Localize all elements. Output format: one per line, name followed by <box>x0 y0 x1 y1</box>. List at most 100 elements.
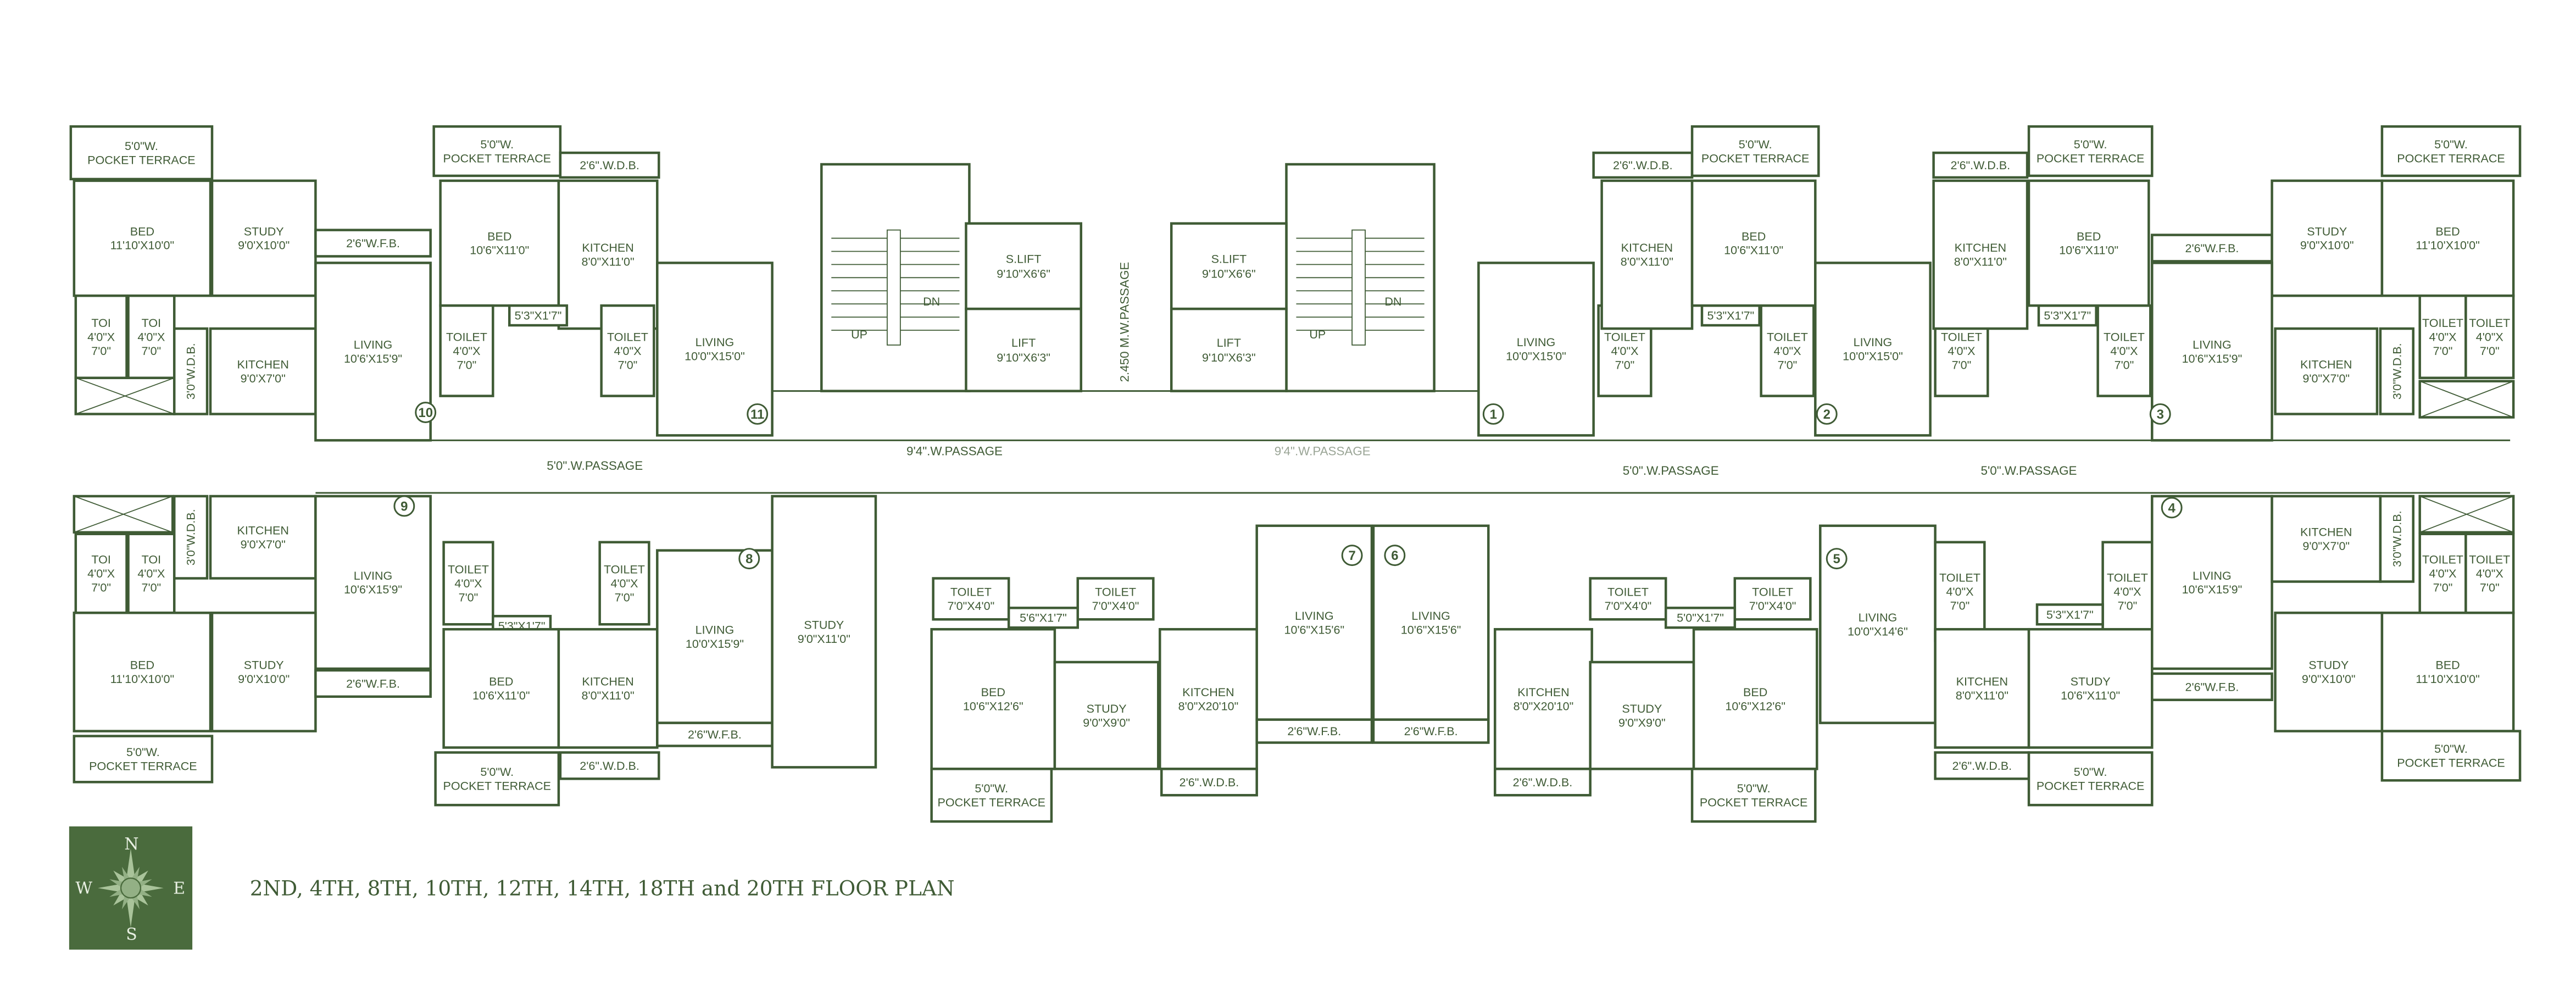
room-kitchen <box>209 495 317 580</box>
room-label: 4'0"X <box>454 577 482 590</box>
unit-number: 5 <box>1833 552 1840 567</box>
room-label: 4'0"X <box>2476 567 2503 580</box>
room-label: 7'0" <box>615 591 635 604</box>
room-label: 8'0"X11'0" <box>1954 256 2007 269</box>
room-label: BED <box>2435 225 2460 238</box>
room-label: 7'0" <box>142 345 162 358</box>
room-w <box>1690 125 1820 177</box>
unit-number: 6 <box>1391 548 1398 563</box>
room-label: 2'6".W.D.B. <box>580 159 639 172</box>
room-label: 7'0" <box>2433 581 2453 594</box>
unit-number: 2 <box>1823 407 1831 422</box>
room-label: LIVING <box>1295 609 1334 623</box>
room-kitchen <box>2274 327 2379 415</box>
room-label: 11'10'X10'0" <box>2416 673 2479 686</box>
room-w <box>2380 125 2522 177</box>
room-label: 4'0"X <box>87 567 115 580</box>
room-label: 2'6".W.D.B. <box>1513 776 1573 789</box>
room-label: 5'0"W. <box>2434 742 2468 756</box>
room-toi <box>74 532 128 614</box>
unit-number: 4 <box>2168 501 2176 515</box>
room-label: 7'0"X4'0" <box>1092 599 1139 613</box>
room-label: LIVING <box>1517 336 1556 349</box>
apartment-unit-10 <box>69 125 432 442</box>
compass-rose-icon <box>98 848 164 928</box>
room-bed <box>439 179 560 307</box>
room-x <box>2037 304 2097 327</box>
room-label: LIVING <box>354 569 393 582</box>
mw-passage-label: 2.450 M.W.PASSAGE <box>1117 262 1131 382</box>
room-label: 10'0"X15'0" <box>1506 350 1566 363</box>
room-w <box>2027 751 2154 807</box>
room-label: BED <box>1743 686 1767 699</box>
room-label: 3'0"W.D.B. <box>185 509 198 565</box>
room-label: 7'0" <box>2480 345 2500 358</box>
room-label: 7'0" <box>1950 599 1970 612</box>
room-label: 9'0"X11'0" <box>798 632 850 646</box>
room-toilet <box>2418 294 2467 379</box>
compass-north: N <box>124 835 138 854</box>
lift-label: 9'10"X6'6" <box>997 267 1050 280</box>
room-label: 9'0'X7'0" <box>241 538 286 551</box>
apartment-unit-6 <box>1372 524 1818 823</box>
stair-down-label: DN <box>1384 295 1401 308</box>
room-bed <box>2027 179 2150 307</box>
room-label: LIVING <box>696 336 735 349</box>
room-label: 5'0"W. <box>2074 138 2107 151</box>
room-toilet <box>2418 532 2467 614</box>
room-toilet <box>1733 577 1812 621</box>
room-label: KITCHEN <box>582 675 633 688</box>
room-w-d-b <box>2379 495 2414 583</box>
room-study <box>1053 660 1160 770</box>
room-label: TOI <box>91 316 110 330</box>
room-label: TOI <box>142 316 161 330</box>
room-label: 3'0"W.D.B. <box>185 343 198 399</box>
unit-number: 11 <box>750 407 764 422</box>
room-w-f-b <box>2151 234 2273 263</box>
room-label: 7'0"X4'0" <box>948 599 995 613</box>
room-label: POCKET TERRACE <box>1701 152 1809 165</box>
room-label: KITCHEN <box>1955 241 2006 254</box>
room-label: 5'3"X1'7" <box>498 620 546 633</box>
room-label: 2'6".W.D.B. <box>1952 759 2012 773</box>
room-label: KITCHEN <box>1517 686 1569 699</box>
room-study <box>1589 660 1695 770</box>
room-label: TOILET <box>2469 553 2510 567</box>
room-label: STUDY <box>2071 675 2111 688</box>
room-label: POCKET TERRACE <box>443 152 551 165</box>
room-label: 10'6"X11'0" <box>2061 689 2120 702</box>
unit-number: 10 <box>418 406 433 420</box>
room-toilet <box>439 304 494 397</box>
room-label: POCKET TERRACE <box>443 779 551 792</box>
room-bed <box>73 179 212 297</box>
room-toilet <box>2096 304 2152 397</box>
room-label: 3'0"W.D.B. <box>2390 510 2403 567</box>
apartment-unit-3 <box>2151 125 2522 442</box>
room-w-d-b <box>559 751 660 780</box>
room-label: 10'6'X15'9" <box>344 352 402 365</box>
room-label: TOI <box>142 553 161 567</box>
room-label: BED <box>130 659 154 672</box>
room-label: TOILET <box>1752 586 1793 599</box>
room-label: TOILET <box>1607 586 1649 599</box>
lift-label: 9'10"X6'3" <box>997 351 1050 364</box>
room-living <box>2151 495 2273 670</box>
room-label: 4'0"X <box>2110 345 2138 358</box>
room-label: KITCHEN <box>1956 675 2008 688</box>
room-label: 7'0" <box>91 345 111 358</box>
room-label: 2'6".W.D.B. <box>1951 159 2011 172</box>
room-w-f-b <box>1255 718 1373 744</box>
room-label: 2'6"W.F.B. <box>2185 680 2239 693</box>
room-kitchen <box>1494 628 1593 770</box>
room-label: 8'0"X20'10" <box>1178 699 1239 713</box>
room-label: POCKET TERRACE <box>2397 757 2505 770</box>
passage-label: 9'4".W.PASSAGE <box>1275 444 1371 458</box>
room-label: KITCHEN <box>582 241 633 254</box>
unit-number-badge: 6 <box>1384 545 1406 567</box>
room-label: KITCHEN <box>237 524 288 537</box>
staircase <box>1285 163 1436 392</box>
room-w-f-b <box>314 669 432 698</box>
compass: N S W E <box>69 826 193 950</box>
unit-number-badge: 10 <box>415 402 437 423</box>
room-label: 4'0"X <box>1773 345 1801 358</box>
